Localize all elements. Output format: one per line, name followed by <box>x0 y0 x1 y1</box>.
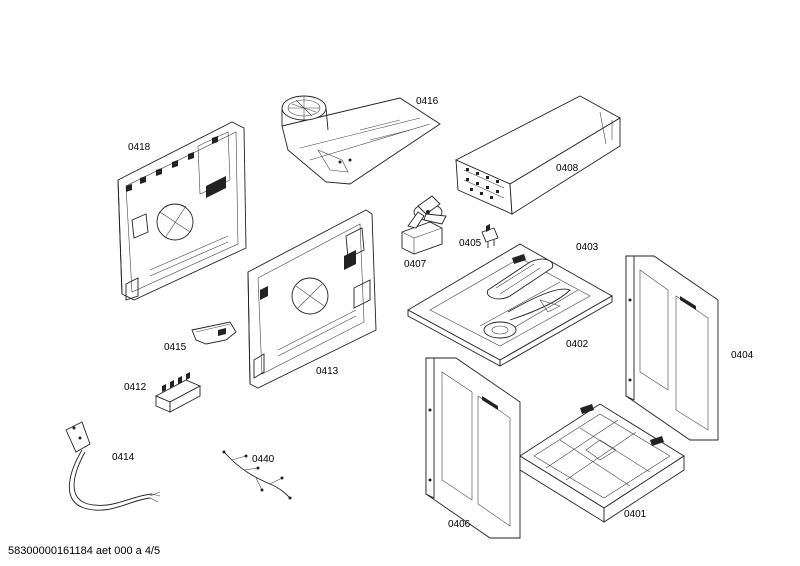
label-0402: 0402 <box>566 339 589 350</box>
part-0412-terminal-block <box>154 372 202 413</box>
label-0413: 0413 <box>316 366 339 377</box>
label-0418: 0418 <box>128 142 151 153</box>
part-0407-fan-motor <box>401 195 447 255</box>
part-0418-rear-panel <box>117 121 247 301</box>
part-0402-top-plate <box>407 243 613 367</box>
part-0413-inner-back-panel <box>247 209 377 389</box>
label-0408: 0408 <box>556 163 579 174</box>
part-labels: 0418 0416 0408 0407 0405 0403 0402 0404 … <box>112 96 754 530</box>
part-0415-bracket <box>191 321 237 345</box>
label-0414: 0414 <box>112 452 135 463</box>
label-0401: 0401 <box>624 509 647 520</box>
label-0406: 0406 <box>448 519 471 530</box>
part-0416-fan-cover <box>281 95 441 185</box>
part-0414-power-cord <box>65 421 161 511</box>
label-0412: 0412 <box>124 382 147 393</box>
label-0416: 0416 <box>416 96 439 107</box>
part-0406-left-side-wall <box>425 357 521 539</box>
part-0440-cable-harness <box>222 450 292 500</box>
label-0415: 0415 <box>164 342 187 353</box>
part-0404-right-side-wall <box>625 255 719 441</box>
label-0440: 0440 <box>252 454 275 465</box>
label-0405: 0405 <box>459 238 482 249</box>
label-0403: 0403 <box>576 242 599 253</box>
label-0407: 0407 <box>404 259 427 270</box>
part-0401-bottom-tray <box>519 403 685 523</box>
label-0404: 0404 <box>731 350 754 361</box>
part-0403-heating-element <box>486 254 554 300</box>
part-0408-top-channel <box>454 95 621 215</box>
document-footer: 58300000161184 aet 000 a 4/5 <box>8 545 161 557</box>
part-0405-switch <box>481 224 499 248</box>
